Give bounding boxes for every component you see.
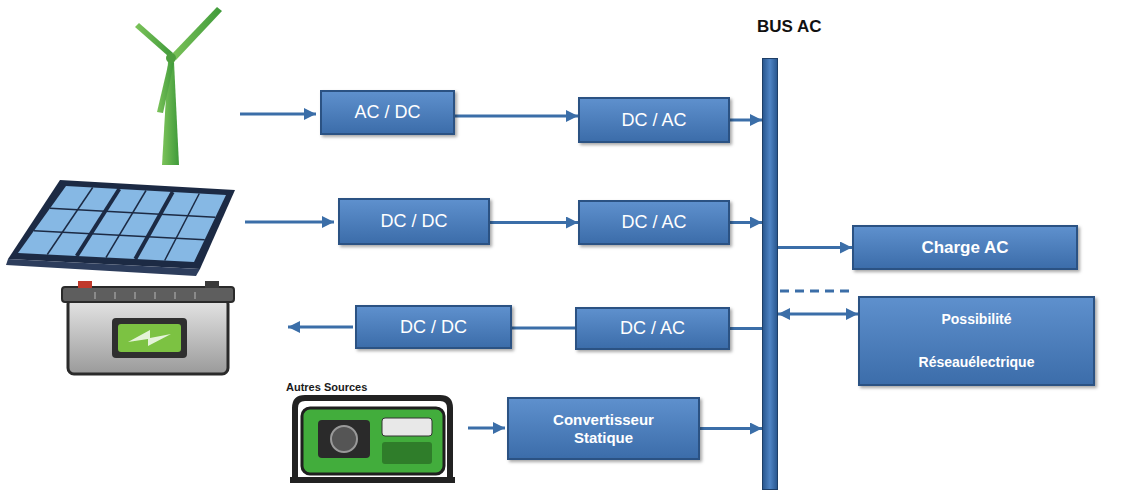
art-stroke	[171, 7, 222, 60]
art-stroke	[290, 477, 455, 483]
art-stroke	[165, 194, 200, 261]
power-flow-arrow	[730, 119, 762, 122]
art-stroke	[240, 113, 316, 116]
art-stroke	[468, 427, 505, 430]
art-stroke	[34, 231, 205, 240]
box-label: DC / DC	[381, 211, 448, 232]
art-stroke	[382, 418, 432, 436]
art-stroke	[134, 292, 136, 299]
art-stroke	[112, 318, 187, 358]
power-flow-arrow	[778, 313, 858, 316]
art-stroke	[318, 420, 370, 458]
art-stroke	[78, 281, 92, 288]
ac-bus-bar: BUS AC	[762, 58, 778, 490]
art-stroke	[166, 53, 176, 63]
bus-title: BUS AC	[757, 17, 822, 37]
grid-box: PossibilitéRéseauélectrique	[858, 296, 1095, 386]
box-label: DC / AC	[621, 212, 686, 233]
art-stroke	[174, 292, 176, 299]
power-flow-arrow	[730, 327, 762, 330]
power-flow-arrow	[455, 115, 578, 118]
art-stroke	[135, 23, 173, 56]
box-label: Charge AC	[921, 238, 1008, 258]
box-label: DC / AC	[621, 110, 686, 131]
box-label: Convertisseur Statique	[534, 411, 674, 446]
box-label: AC / DC	[354, 102, 420, 123]
power-flow-arrow	[490, 221, 578, 224]
converter-box: AC / DC	[320, 90, 455, 135]
solar-panel	[6, 180, 235, 276]
art-stroke	[62, 287, 234, 302]
art-stroke	[114, 292, 116, 299]
art-stroke	[205, 281, 219, 288]
source-label: Autres Sources	[286, 381, 367, 393]
art-stroke	[106, 191, 146, 258]
generator	[290, 398, 455, 480]
power-flow-arrow	[730, 221, 762, 224]
art-stroke	[135, 192, 172, 259]
converter-box: DC / DC	[355, 305, 512, 349]
source-arrow	[240, 114, 505, 428]
art-stroke	[95, 292, 195, 299]
box-label: Réseauélectrique	[919, 354, 1035, 370]
art-stroke	[157, 61, 174, 113]
art-stroke	[245, 221, 334, 224]
load-box: Charge AC	[852, 225, 1078, 270]
art-stroke	[118, 324, 181, 352]
converter-box: DC / DC	[338, 198, 490, 245]
art-stroke	[50, 208, 215, 217]
art-stroke	[288, 326, 353, 329]
converter-box: DC / AC	[578, 97, 730, 143]
box-label: DC / DC	[400, 317, 467, 338]
art-stroke	[382, 442, 432, 464]
art-stroke	[194, 292, 196, 299]
art-stroke	[68, 298, 228, 374]
converter-box: Convertisseur Statique	[507, 397, 700, 460]
art-stroke	[6, 259, 200, 276]
art-stroke	[94, 292, 96, 299]
art-stroke	[128, 330, 171, 346]
power-flow-arrow	[700, 427, 762, 430]
box-label: Possibilité	[941, 311, 1011, 327]
grid-dashed-link	[780, 290, 854, 293]
battery	[62, 281, 234, 374]
converter-box: DC / AC	[578, 200, 730, 245]
art-stroke	[47, 188, 92, 255]
art-stroke	[8, 180, 235, 269]
box-label: DC / AC	[620, 318, 685, 339]
power-flow-arrow	[778, 246, 852, 249]
art-stroke	[34, 188, 215, 261]
wind-turbine	[135, 7, 222, 165]
art-stroke	[331, 426, 357, 452]
art-stroke	[154, 292, 156, 299]
power-flow-arrow	[512, 327, 575, 330]
art-stroke	[18, 186, 226, 262]
art-stroke	[295, 398, 450, 478]
art-stroke	[302, 408, 444, 474]
converter-box: DC / AC	[575, 307, 730, 350]
